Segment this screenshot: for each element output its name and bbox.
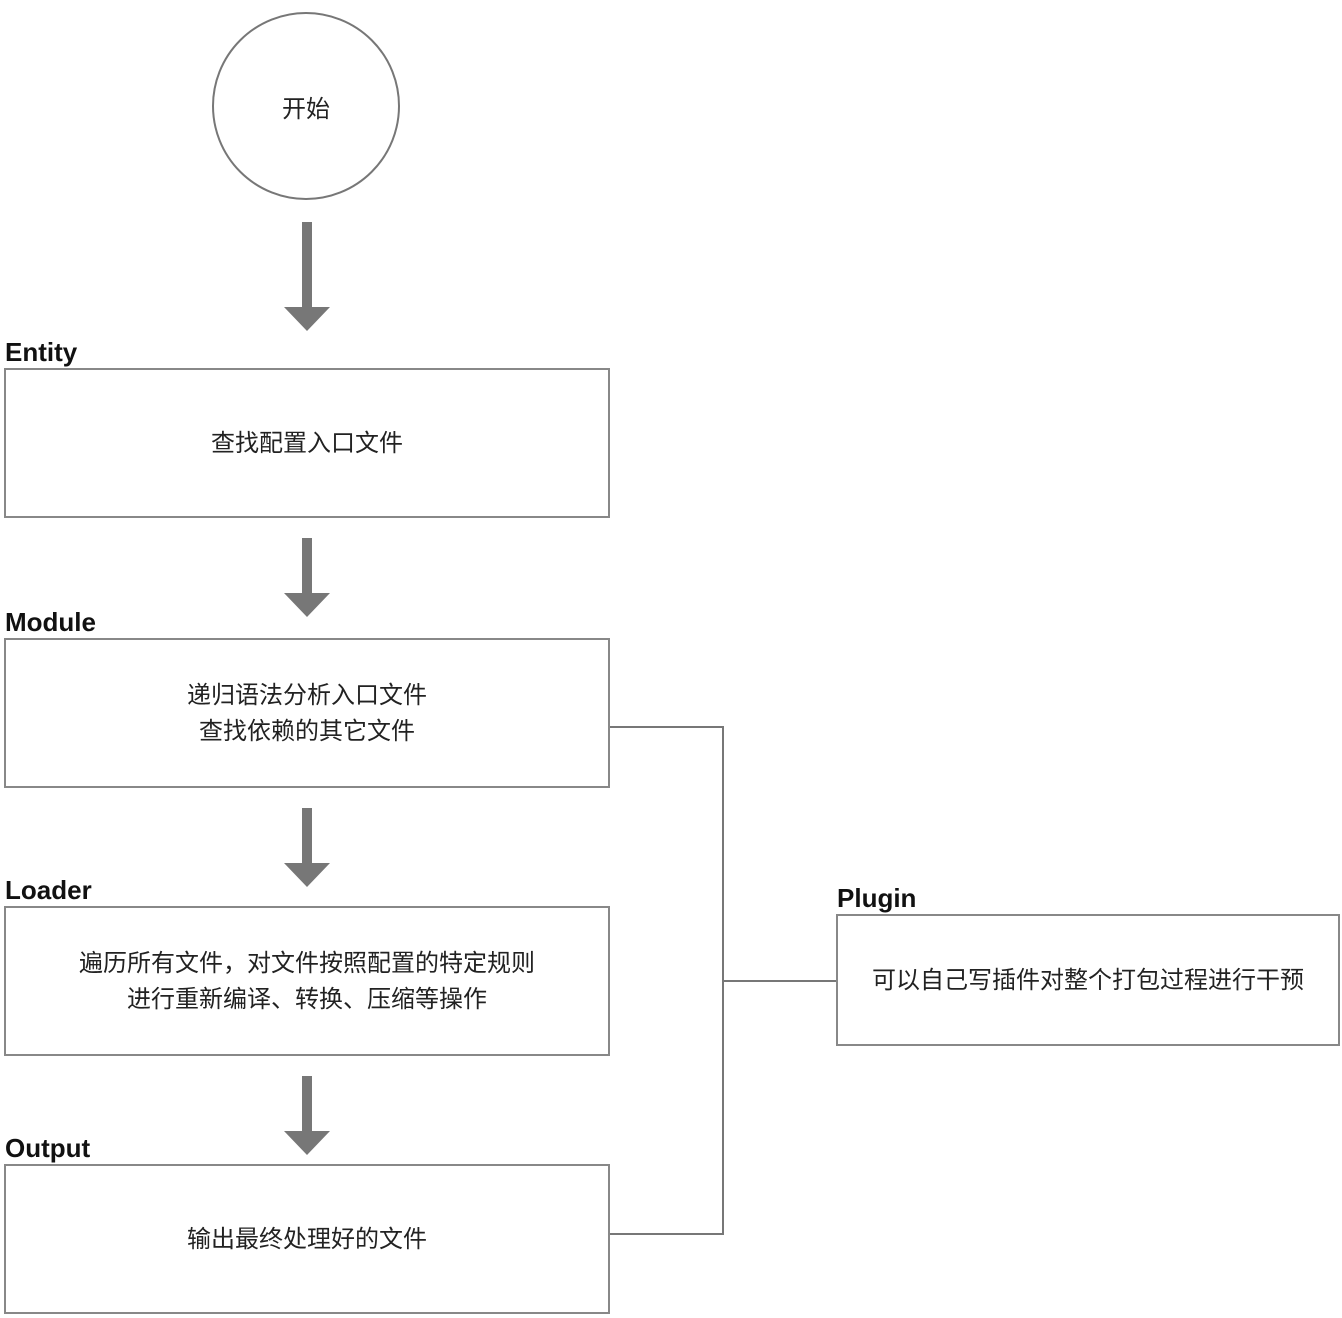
module-text-line-1: 递归语法分析入口文件 — [187, 681, 427, 709]
plugin-text: 可以自己写插件对整个打包过程进行干预 — [872, 966, 1304, 994]
loader-text-line-2: 进行重新编译、转换、压缩等操作 — [127, 985, 487, 1013]
arrow-start-to-entity — [284, 222, 330, 331]
module-stage-label: Module — [5, 607, 96, 637]
output-text: 输出最终处理好的文件 — [187, 1225, 427, 1253]
output-stage-label: Output — [5, 1133, 91, 1163]
entity-text: 查找配置入口文件 — [211, 429, 403, 457]
entity-stage-label: Entity — [5, 337, 78, 367]
plugin-box: 可以自己写插件对整个打包过程进行干预 — [836, 914, 1340, 1046]
loader-text-line-1: 遍历所有文件，对文件按照配置的特定规则 — [79, 949, 535, 977]
arrow-loader-to-output — [284, 1076, 330, 1155]
module-text-line-2: 查找依赖的其它文件 — [199, 717, 415, 745]
start-label: 开始 — [282, 94, 330, 123]
arrow-module-to-loader — [284, 808, 330, 887]
plugin-label: Plugin — [837, 883, 917, 913]
start-node: 开始 — [212, 12, 400, 200]
loader-box: 遍历所有文件，对文件按照配置的特定规则 进行重新编译、转换、压缩等操作 — [4, 906, 610, 1056]
module-box: 递归语法分析入口文件 查找依赖的其它文件 — [4, 638, 610, 788]
entity-box: 查找配置入口文件 — [4, 368, 610, 518]
output-box: 输出最终处理好的文件 — [4, 1164, 610, 1314]
plugin-bracket — [610, 726, 837, 1235]
loader-stage-label: Loader — [5, 875, 92, 905]
arrow-entity-to-module — [284, 538, 330, 617]
